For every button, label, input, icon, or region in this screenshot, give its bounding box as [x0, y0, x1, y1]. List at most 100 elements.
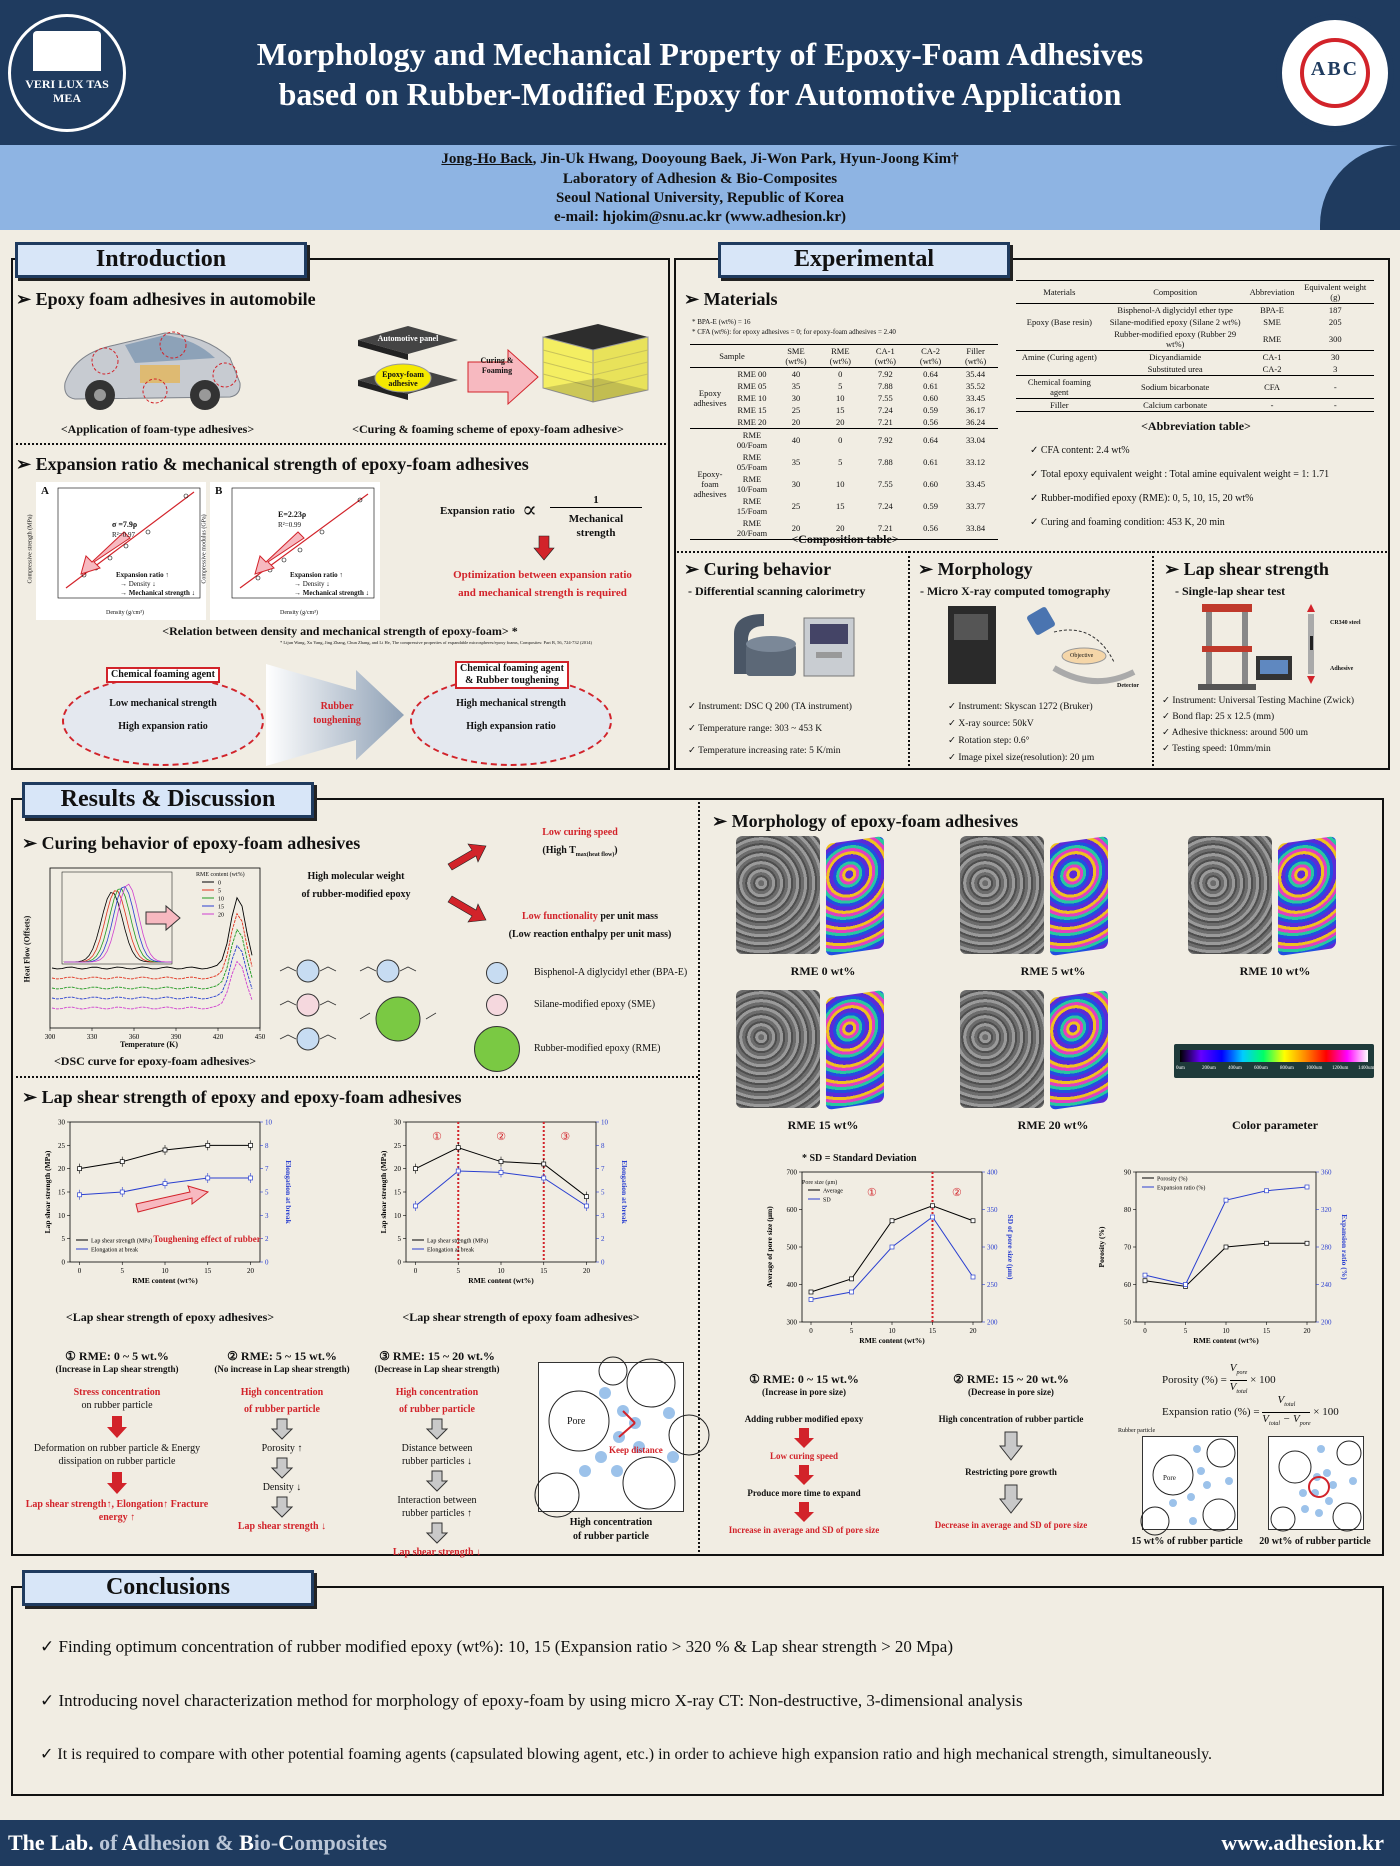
pore2-label: Pore: [1163, 1474, 1176, 1482]
mflow1-b: Low curing speed: [769, 1451, 838, 1461]
logo-motto: VERI LUX TAS MEA: [25, 77, 109, 105]
data-point: [1264, 1188, 1269, 1194]
agent-box-1: Chemical foaming agent: [106, 667, 220, 683]
colorbar-tick: 200um: [1202, 1066, 1216, 1071]
y2-tick-label: 10: [601, 1119, 609, 1127]
x-tick-label: 360: [129, 1033, 140, 1041]
comp-cell: 0.61: [923, 457, 938, 467]
flow2-e: Lap shear strength ↓: [237, 1521, 327, 1532]
abbr-cell: -: [1333, 382, 1337, 392]
x-tick-label: 15: [540, 1267, 548, 1275]
introduction-title: Introduction: [15, 242, 307, 278]
morph-flow-1: ① RME: 0 ~ 15 wt.% (Increase in pore siz…: [716, 1373, 892, 1537]
y2-tick-label: 240: [1321, 1281, 1332, 1289]
curing-sub: - Differential scanning calorimetry: [688, 584, 866, 598]
abbr-cell: Epoxy (Base resin): [1026, 317, 1092, 327]
comp-cell: 35.52: [966, 381, 986, 391]
abbr-cell: [1016, 328, 1103, 351]
y2-tick-label: 3: [601, 1212, 605, 1220]
y2-tick-label: 8: [265, 1142, 269, 1150]
x-tick-label: 10: [498, 1267, 506, 1275]
abbr-cell: Calcium carbonate: [1143, 400, 1208, 410]
flow2-b: of rubber particle: [244, 1404, 320, 1415]
comp-cell: 36.24: [966, 417, 986, 427]
conclusion-2: ✓ Introducing novel characterization met…: [40, 1691, 1023, 1710]
data-point: [970, 1218, 976, 1224]
y2-tick-label: 360: [1321, 1169, 1332, 1177]
y2-axis-label: Expansion ratio (%): [1340, 1214, 1349, 1280]
comp-header-1: SME (wt%): [774, 344, 818, 368]
agent-box-2: Chemical foaming agent & Rubber tougheni…: [455, 661, 569, 689]
co-authors: , Jin-Uk Hwang, Dooyoung Baek, Ji-Won Pa…: [532, 151, 959, 167]
morphology-sub: - Micro X-ray computed tomography: [920, 584, 1111, 598]
abbr-cell: CFA: [1264, 382, 1280, 392]
y-tick-label: 400: [787, 1281, 798, 1289]
dsc-curve: [51, 960, 253, 1010]
y2-tick-label: 0: [265, 1259, 269, 1267]
high-tmax: (High Tmax(heat flow)): [542, 845, 618, 858]
optimization-line-1: Optimization between expansion ratio: [453, 569, 632, 581]
data-point: [498, 1170, 504, 1175]
rme0-label: RME 0 wt%: [790, 964, 856, 978]
abbr-cell: Substituted urea: [1147, 364, 1203, 374]
dsc-legend-title: RME content (wt%): [196, 872, 245, 878]
y-tick-label: 10: [58, 1212, 66, 1220]
x-tick-label: 20: [970, 1327, 978, 1335]
data-point: [849, 1276, 854, 1282]
results-morph-heading: ➢ Morphology of epoxy-foam adhesives: [712, 811, 1019, 831]
region-number: ①: [867, 1186, 877, 1199]
comp-cell: 0.59: [923, 405, 938, 415]
x-tick-label: 5: [850, 1327, 854, 1335]
footer-url[interactable]: www.adhesion.kr: [1221, 1830, 1384, 1855]
abbr-cell: Sodium bicarbonate: [1141, 382, 1210, 392]
data-point: [248, 1142, 253, 1148]
plot-b-r2: R²=0.99: [278, 521, 301, 529]
low-enthalpy: (Low reaction enthalpy per unit mass): [508, 929, 672, 940]
y2-tick-label: 400: [987, 1169, 998, 1177]
materials-note-1: * BPA-E (wt%) = 16: [692, 318, 751, 326]
rubber-particle-label: Rubber particle: [1118, 1428, 1156, 1434]
high-exp-label-2: High expansion ratio: [466, 721, 556, 732]
x-tick-label: 300: [45, 1033, 56, 1041]
intro-reference: * Lijun Wang, Xu Yang, Jing Zhang, Chun …: [280, 640, 593, 645]
dsc-x-label: Temperature (K): [120, 1040, 178, 1049]
x-axis-label: RME content (wt%): [859, 1336, 925, 1345]
results-title: Results & Discussion: [22, 782, 314, 818]
mflow1-a: Adding rubber modified epoxy: [744, 1414, 864, 1424]
x-axis-label: RME content (wt%): [132, 1276, 198, 1285]
abbr-cell: 187: [1328, 305, 1342, 315]
comp-cell: 0.60: [923, 393, 938, 403]
plot-b-eq: E=2.23ρ: [278, 510, 307, 519]
comp-cell: 0.60: [923, 479, 938, 489]
abbr-header-0: Materials: [1016, 280, 1103, 304]
legend-label: Porosity (%): [1157, 1176, 1188, 1183]
colorbar-tick: 600um: [1254, 1066, 1268, 1071]
morph-flow-2: ② RME: 15 ~ 20 wt.% (Decrease in pore si…: [916, 1373, 1106, 1532]
comp-cell: 15: [836, 501, 845, 511]
y-tick-label: 500: [787, 1244, 798, 1252]
data-point: [1264, 1240, 1269, 1246]
y2-tick-label: 200: [987, 1319, 998, 1327]
poster-header: [0, 0, 1400, 145]
dsc-curve: [51, 896, 253, 970]
flow3-sub: (Decrease in Lap shear strength): [374, 1364, 500, 1374]
particle-20-diagram: [1268, 1436, 1364, 1532]
legend-label: 10: [218, 897, 224, 903]
abbr-cell: RME: [1262, 334, 1282, 344]
instrument-check-item: ✓ Temperature increasing rate: 5 K/min: [688, 746, 841, 756]
high-exp-label: High expansion ratio: [118, 721, 208, 732]
y2-tick-label: 7: [601, 1165, 605, 1173]
gray-arrow-4: [425, 1418, 449, 1440]
y-tick-label: 10: [394, 1212, 402, 1220]
pore-diagram: Pore Keep distance: [534, 1356, 710, 1518]
abbr-cell: Filler: [1050, 400, 1069, 410]
x-tick-label: 330: [87, 1033, 98, 1041]
plot-a-ylabel: Compressive strength (MPa): [27, 514, 34, 584]
y-tick-label: 20: [58, 1165, 66, 1173]
